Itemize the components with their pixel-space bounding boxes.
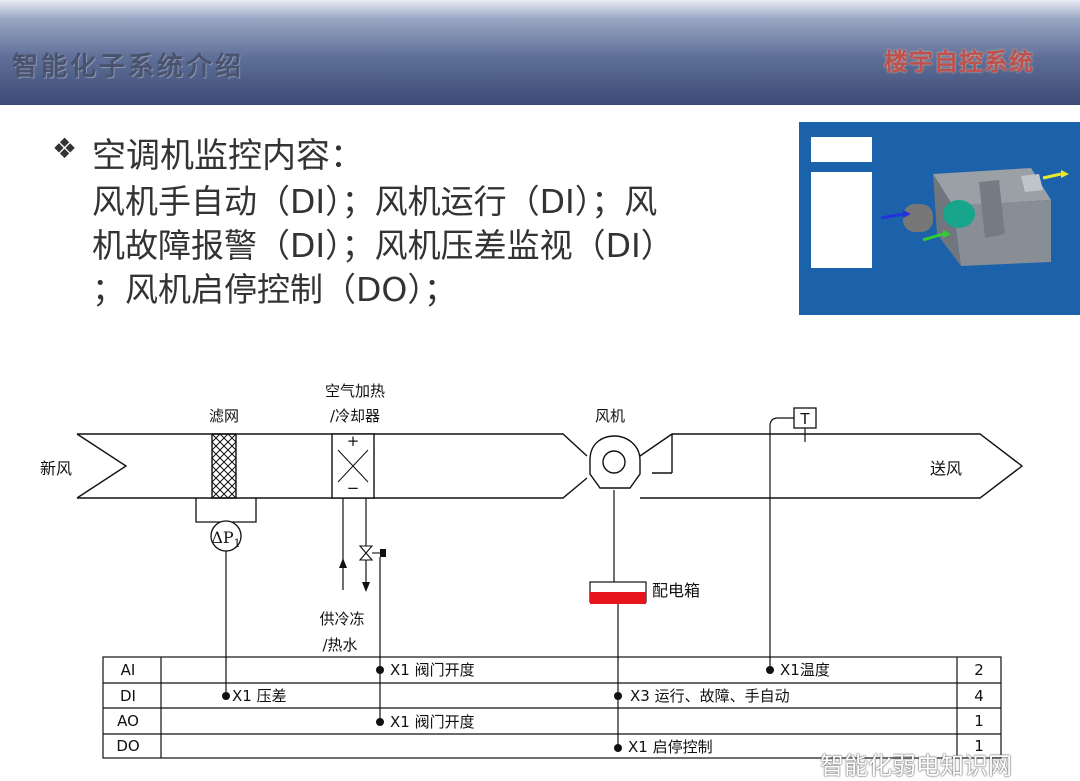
dp-tubing xyxy=(195,498,257,523)
power-box-red-band xyxy=(590,592,646,604)
coil-label-1: 空气加热 xyxy=(325,382,385,400)
temp-sensor-letter: T xyxy=(799,410,810,428)
bullet-title: 空调机监控内容： xyxy=(92,136,364,176)
point-dp: X1 压差 xyxy=(232,687,287,705)
header-bar: 智能化子系统介绍 楼宇自控系统 xyxy=(0,0,1080,105)
coil-label-2: /冷却器 xyxy=(330,407,380,425)
point-fan-ctrl: X1 启停控制 xyxy=(628,738,713,756)
duct-bottom-left xyxy=(77,477,588,499)
point-dot xyxy=(766,666,774,674)
table-row-count: 4 xyxy=(974,687,984,705)
table-row-type: AI xyxy=(121,661,136,679)
ahu-3d-thumbnail xyxy=(799,122,1080,315)
fan-label: 风机 xyxy=(595,407,625,425)
water-label-2: /热水 xyxy=(322,636,357,654)
valve-icon xyxy=(358,545,374,554)
duct-right xyxy=(639,433,1024,499)
header-section-title: 楼宇自控系统 xyxy=(884,48,1034,76)
thumb-label-box xyxy=(811,172,872,268)
arrow-up-icon xyxy=(339,558,347,568)
point-dot xyxy=(376,666,384,674)
dp-sensor-label: ΔP1 xyxy=(211,528,240,550)
table-row-type: AO xyxy=(117,712,139,730)
table-row-count: 1 xyxy=(974,737,984,755)
bullet-body: 风机手自动（DI）；风机运行（DI）；风 机故障报警（DI）；风机压差监视（DI… xyxy=(92,180,772,312)
arrow-down-icon xyxy=(362,582,370,592)
point-dot xyxy=(614,744,622,752)
point-fan-status: X3 运行、故障、手自动 xyxy=(630,687,790,705)
point-dot xyxy=(222,692,230,700)
table-row-count: 2 xyxy=(974,661,984,679)
bullet-line: 风机手自动（DI）；风机运行（DI）；风 xyxy=(92,182,658,221)
point-temp: X1温度 xyxy=(780,661,830,679)
coil-plus: + xyxy=(347,432,360,450)
point-valve-ao: X1 阀门开度 xyxy=(390,713,475,731)
table-row-type: DI xyxy=(120,687,136,705)
duct-top-left xyxy=(77,433,588,457)
ahu-control-diagram: 滤网 + − 空气加热 /冷却器 风机 T 新风 送风 ΔP1 供冷冻 /热水 … xyxy=(40,382,1024,759)
watermark: 智能化弱电知识网 xyxy=(820,752,1012,780)
filter-label: 滤网 xyxy=(209,407,239,425)
thumb-label-box xyxy=(811,137,872,162)
water-label-1: 供冷冻 xyxy=(319,610,364,628)
filter-symbol xyxy=(211,433,237,499)
bullet-line: 机故障报警（DI）；风机压差监视（DI） xyxy=(92,226,674,265)
valve-actuator xyxy=(380,549,386,557)
table-row-type: DO xyxy=(116,737,139,755)
supply-air-label: 送风 xyxy=(930,459,962,478)
ahu-unit-illustration xyxy=(880,168,1069,266)
fresh-air-inlet xyxy=(76,433,128,499)
table-row-count: 1 xyxy=(974,712,984,730)
point-dot xyxy=(614,692,622,700)
point-table: AI DI AO DO 2 4 1 1 X1 阀门开度 X1温度 X1 压差 X… xyxy=(102,656,1002,759)
fan-impeller-icon xyxy=(602,450,626,474)
point-dot xyxy=(376,718,384,726)
coil-minus: − xyxy=(347,479,360,497)
temp-signal-line xyxy=(769,417,794,670)
fresh-air-label: 新风 xyxy=(40,459,72,478)
header-title: 智能化子系统介绍 xyxy=(12,52,245,82)
power-box-label: 配电箱 xyxy=(652,581,700,600)
point-valve-ai: X1 阀门开度 xyxy=(390,661,475,679)
diamond-bullet-icon: ❖ xyxy=(52,132,78,165)
bullet-line: ；风机启停控制（DO）； xyxy=(92,270,457,309)
